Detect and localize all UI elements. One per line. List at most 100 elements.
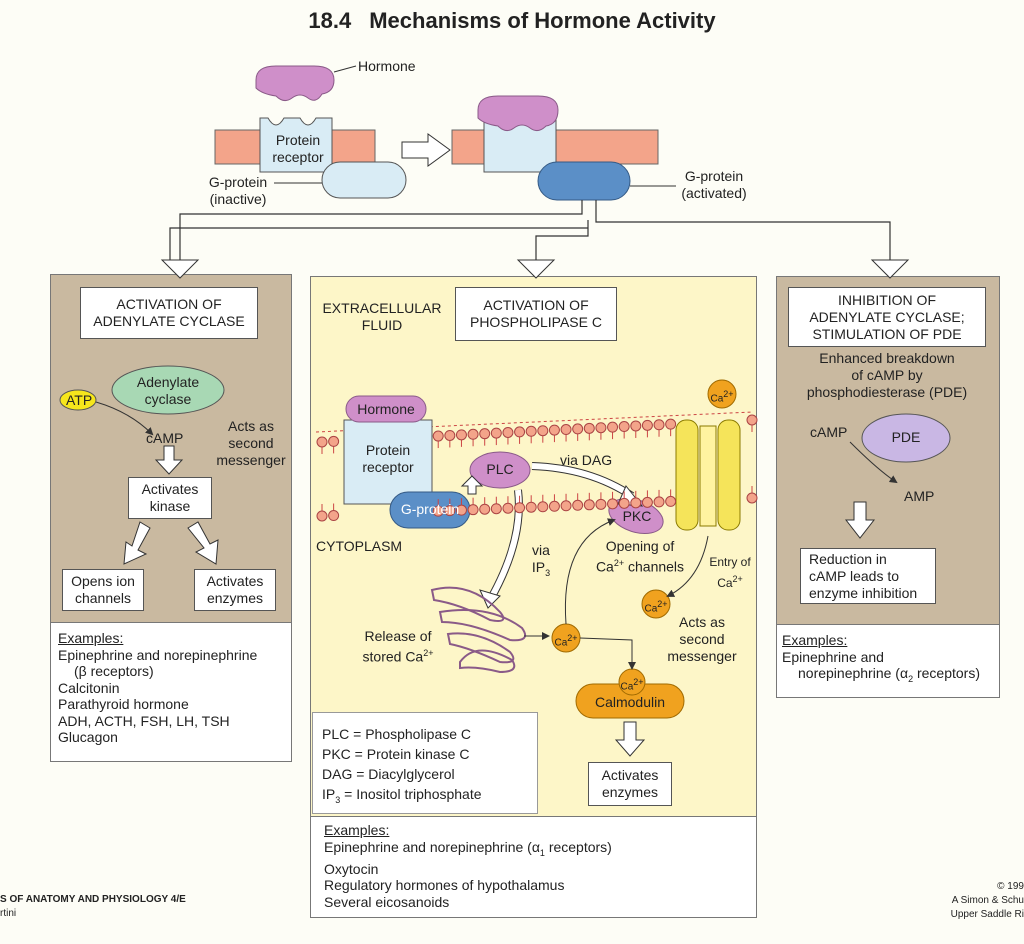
right-camp-label: cAMP xyxy=(810,424,848,440)
lipid-head xyxy=(572,423,584,435)
via-dag-label: via DAG xyxy=(560,452,613,468)
cytoplasm-label: CYTOPLASM xyxy=(316,538,403,554)
left-second-messenger: Acts as second messenger xyxy=(216,418,286,468)
lipid-head xyxy=(618,497,630,509)
reduction-box: Reduction in cAMP leads to enzyme inhibi… xyxy=(800,548,936,604)
calmodulin-label: Calmodulin xyxy=(594,694,666,710)
atp-shape xyxy=(59,389,97,411)
lipid-head xyxy=(595,498,607,510)
lipid-head xyxy=(316,510,328,522)
mid-receptor-shape xyxy=(343,419,433,505)
adenylate-cyclase-label: Adenylate cyclase xyxy=(136,374,200,407)
opens-ion-channels-box: Opens ion channels xyxy=(62,569,144,611)
lipid-head xyxy=(444,429,456,441)
entry-of-ca-label: Entry of Ca2+ xyxy=(709,555,751,590)
legend-box xyxy=(312,712,538,814)
lipid-head xyxy=(630,420,642,432)
right-examples-panel xyxy=(776,624,1000,698)
middle-activates-enzymes-box: Activates enzymes xyxy=(588,762,672,806)
mid-hormone-shape xyxy=(345,395,427,423)
hormone-bound xyxy=(477,95,559,132)
lipid-head xyxy=(479,428,491,440)
lipid-head xyxy=(548,424,560,436)
mid-receptor-label: Protein receptor xyxy=(362,442,414,475)
branch-heads xyxy=(160,259,910,279)
right-examples: Examples: Epinephrine and norepinephrine… xyxy=(782,632,980,684)
mid-gprotein-label: G-protein xyxy=(400,501,460,517)
top-protein-receptor-label: Protein receptor xyxy=(272,132,324,165)
branch-arrows xyxy=(169,200,891,262)
hormone-free xyxy=(255,65,335,102)
endoplasmic-reticulum xyxy=(430,586,526,674)
pde-shape xyxy=(861,413,951,463)
lipid-head xyxy=(490,503,502,515)
lipid-head xyxy=(502,502,514,514)
calcium-channel-right xyxy=(717,419,741,531)
lipid-head xyxy=(525,425,537,437)
lipid-head xyxy=(548,500,560,512)
ca-ion-1 xyxy=(707,379,737,409)
lipid-head xyxy=(583,422,595,434)
gprotein-activated-shape xyxy=(537,161,631,201)
atp-label: ATP xyxy=(66,392,93,408)
lipid-head xyxy=(514,426,526,438)
activation-arrow xyxy=(401,133,451,167)
lipid-head xyxy=(316,436,328,448)
middle-examples-panel xyxy=(310,816,757,918)
receptor-inactive xyxy=(259,117,333,173)
opening-of-channels-label: Opening of Ca2+ channels xyxy=(595,538,685,575)
gprotein-inactive-shape xyxy=(321,161,407,199)
amp-label: AMP xyxy=(904,488,935,504)
lipid-head xyxy=(746,492,758,504)
right-header-box: INHIBITION OF ADENYLATE CYCLASE; STIMULA… xyxy=(788,287,986,347)
lipid-head xyxy=(560,424,572,436)
via-ip3-label: via IP3 xyxy=(531,542,551,578)
left-activates-enzymes-box: Activates enzymes xyxy=(194,569,276,611)
lipid-head xyxy=(432,505,444,517)
footer-left: S OF ANATOMY AND PHYSIOLOGY 4/E rtini xyxy=(0,894,186,919)
top-hormone-label: Hormone xyxy=(358,58,416,74)
lipid-head xyxy=(641,496,653,508)
ca-label-3: Ca2+ xyxy=(554,633,578,649)
ca-label-1: Ca2+ xyxy=(710,389,734,405)
pde-label: PDE xyxy=(891,429,921,445)
activates-kinase-box: Activates kinase xyxy=(128,477,212,519)
lipid-head xyxy=(537,501,549,513)
lipid-head xyxy=(467,428,479,440)
lipid-head xyxy=(630,497,642,509)
lipid-head xyxy=(479,503,491,515)
lipid-head xyxy=(455,429,467,441)
lipid-head xyxy=(328,510,340,522)
lipid-head xyxy=(583,499,595,511)
lipid-head xyxy=(502,426,514,438)
lipid-head xyxy=(467,504,479,516)
lipid-head xyxy=(595,422,607,434)
footer-right: © 199 A Simon & Schu Upper Saddle Ri xyxy=(950,881,1024,920)
adenylate-cyclase-shape xyxy=(111,365,225,415)
lipid-head xyxy=(618,421,630,433)
lipid-head xyxy=(746,414,758,426)
left-examples-panel xyxy=(50,622,292,762)
extracellular-fluid-label: EXTRACELLULAR FLUID xyxy=(322,300,442,333)
lipid-head xyxy=(607,421,619,433)
lipid-head xyxy=(560,500,572,512)
left-examples: Examples: Epinephrine and norepinephrine… xyxy=(58,630,258,745)
legend-list: PLC = Phospholipase C PKC = Protein kina… xyxy=(322,726,482,805)
lipid-head xyxy=(641,419,653,431)
mid-hormone-label: Hormone xyxy=(357,401,415,417)
gprotein-activated-label: G-protein (activated) xyxy=(681,168,747,201)
pkc-label: PKC xyxy=(622,508,652,524)
lipid-head xyxy=(665,495,677,507)
title-number: 18.4 xyxy=(308,8,352,33)
ca-label-4: Ca2+ xyxy=(620,677,644,693)
acts-second-messenger-label: Acts as second messenger xyxy=(667,614,737,664)
lipid-head xyxy=(490,427,502,439)
middle-examples: Examples: Epinephrine and norepinephrine… xyxy=(324,822,612,910)
lipid-head xyxy=(432,430,444,442)
enhanced-breakdown-label: Enhanced breakdown of cAMP by phosphodie… xyxy=(806,350,968,400)
lipid-head xyxy=(328,435,340,447)
plc-shape xyxy=(469,451,531,489)
